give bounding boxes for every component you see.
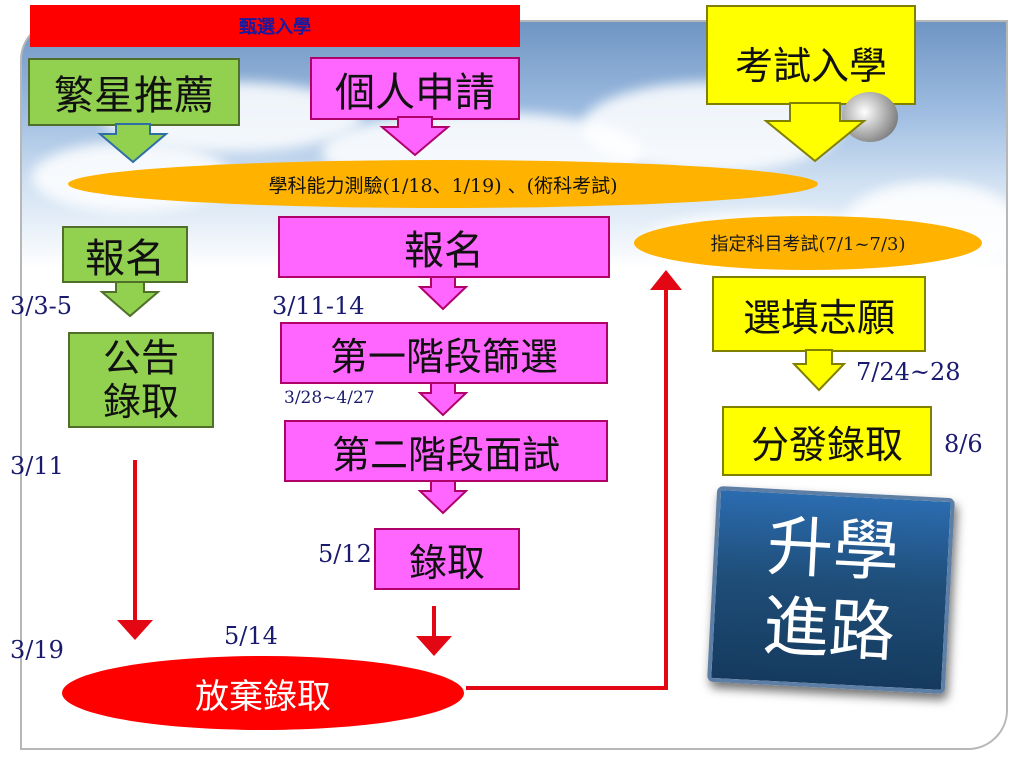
- assign-admit-box: 分發錄取: [722, 406, 932, 476]
- star-track-box: 繁星推薦: [28, 58, 240, 126]
- stage1-arrow: [417, 382, 469, 417]
- personal-giveup-date: 5/14: [224, 622, 278, 650]
- give-up-label: 放棄錄取: [195, 676, 331, 717]
- personal-track-box: 個人申請: [310, 57, 520, 120]
- common-exam-ellipse: 學科能力測驗(1/18、1/19) 、(術科考試): [68, 160, 818, 208]
- choose-preference-label: 選填志願: [742, 295, 895, 340]
- badge-line1: 升學: [765, 507, 902, 592]
- star-announce-box: 公告 錄取: [68, 332, 214, 428]
- personal-giveup-arrow: [416, 606, 452, 656]
- stage2-arrow: [417, 480, 469, 515]
- choose-preference-box: 選填志願: [712, 276, 926, 352]
- personal-admit-box: 錄取: [374, 528, 520, 590]
- personal-register-arrow: [417, 276, 469, 311]
- stage1-label: 第一階段篩選: [329, 334, 558, 379]
- study-path-badge: 升學 進路: [707, 485, 955, 695]
- assign-date: 8/6: [944, 430, 983, 458]
- personal-down-arrow: [379, 116, 451, 157]
- personal-admit-label: 錄取: [408, 540, 485, 585]
- badge-line2: 進路: [761, 587, 897, 672]
- exam-track-box: 考試入學: [706, 5, 916, 105]
- star-announce-date: 3/11: [10, 452, 64, 480]
- selection-admission-header: 甄選入學: [30, 5, 520, 47]
- stage2-box: 第二階段面試: [284, 420, 608, 482]
- star-announce-label: 公告 錄取: [102, 336, 179, 424]
- selection-admission-label: 甄選入學: [239, 17, 311, 38]
- personal-register-label: 報名: [404, 228, 484, 274]
- personal-track-label: 個人申請: [335, 69, 495, 116]
- designated-exam-label: 指定科目考試(7/1~7/3): [710, 234, 906, 255]
- decorative-circle: [842, 92, 898, 142]
- stage2-label: 第二階段面試: [331, 432, 560, 477]
- star-register-date: 3/3-5: [10, 292, 73, 320]
- star-register-arrow: [99, 281, 161, 318]
- stage1-date: 3/28~4/27: [284, 388, 375, 408]
- common-exam-label: 學科能力測驗(1/18、1/19) 、(術科考試): [268, 174, 618, 197]
- star-giveup-date: 3/19: [10, 636, 64, 664]
- personal-admit-date: 5/12: [318, 540, 372, 568]
- choose-arrow: [791, 349, 847, 392]
- exam-track-label: 考試入學: [734, 44, 887, 88]
- choose-date: 7/24~28: [856, 358, 961, 386]
- star-giveup-arrow: [117, 460, 153, 640]
- star-down-arrow: [97, 123, 169, 164]
- exam-down-arrow: [763, 102, 867, 163]
- personal-register-date: 3/11-14: [272, 292, 365, 320]
- give-up-ellipse: 放棄錄取: [62, 656, 464, 730]
- stage1-box: 第一階段篩選: [280, 322, 608, 384]
- star-register-box: 報名: [62, 226, 188, 283]
- designated-exam-ellipse: 指定科目考試(7/1~7/3): [634, 216, 982, 270]
- star-register-label: 報名: [85, 235, 165, 282]
- star-track-label: 繁星推薦: [54, 73, 214, 119]
- giveup-to-exam-arrow: [466, 270, 682, 690]
- personal-register-box: 報名: [278, 216, 610, 278]
- assign-admit-label: 分發錄取: [750, 422, 903, 467]
